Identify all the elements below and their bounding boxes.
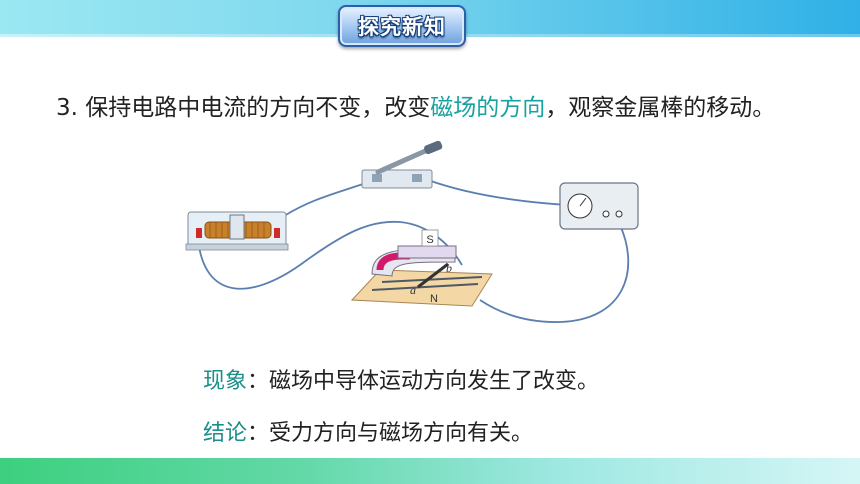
wire-switch-to-meter [427,179,569,206]
magnet-rail-setup [350,245,493,307]
ammeter [559,182,639,230]
rod-label-b: b [446,261,452,275]
section-badge-title: 探究新知 [358,15,446,39]
magnet-s-label-box [421,229,439,247]
magnet-s-label: S [426,234,433,246]
section-badge: 探究新知 [338,5,466,47]
footer-bar [0,458,860,484]
step-instruction: 3. 保持电路中电流的方向不变，改变磁场的方向，观察金属棒的移动。 [56,88,775,122]
wire-meter-to-rails [479,224,629,323]
knife-switch [361,140,443,189]
observation-line: 现象：磁场中导体运动方向发生了改变。 [203,363,599,395]
observation-text: ：磁场中导体运动方向发生了改变。 [247,369,600,394]
rod-label-a: a [410,283,416,297]
step-instruction-highlight: 磁场的方向 [430,95,546,121]
observation-label: 现象 [203,369,248,394]
rheostat [185,211,289,251]
conclusion-label: 结论 [203,421,248,446]
step-instruction-prefix: 3. 保持电路中电流的方向不变，改变 [56,95,431,121]
conclusion-line: 结论：受力方向与磁场方向有关。 [203,415,533,447]
wire-rheostat-to-switch [283,182,367,217]
conclusion-text: ：受力方向与磁场方向有关。 [247,421,534,446]
magnet-n-label: N [430,293,438,305]
step-instruction-suffix: ，观察金属棒的移动。 [545,95,776,121]
